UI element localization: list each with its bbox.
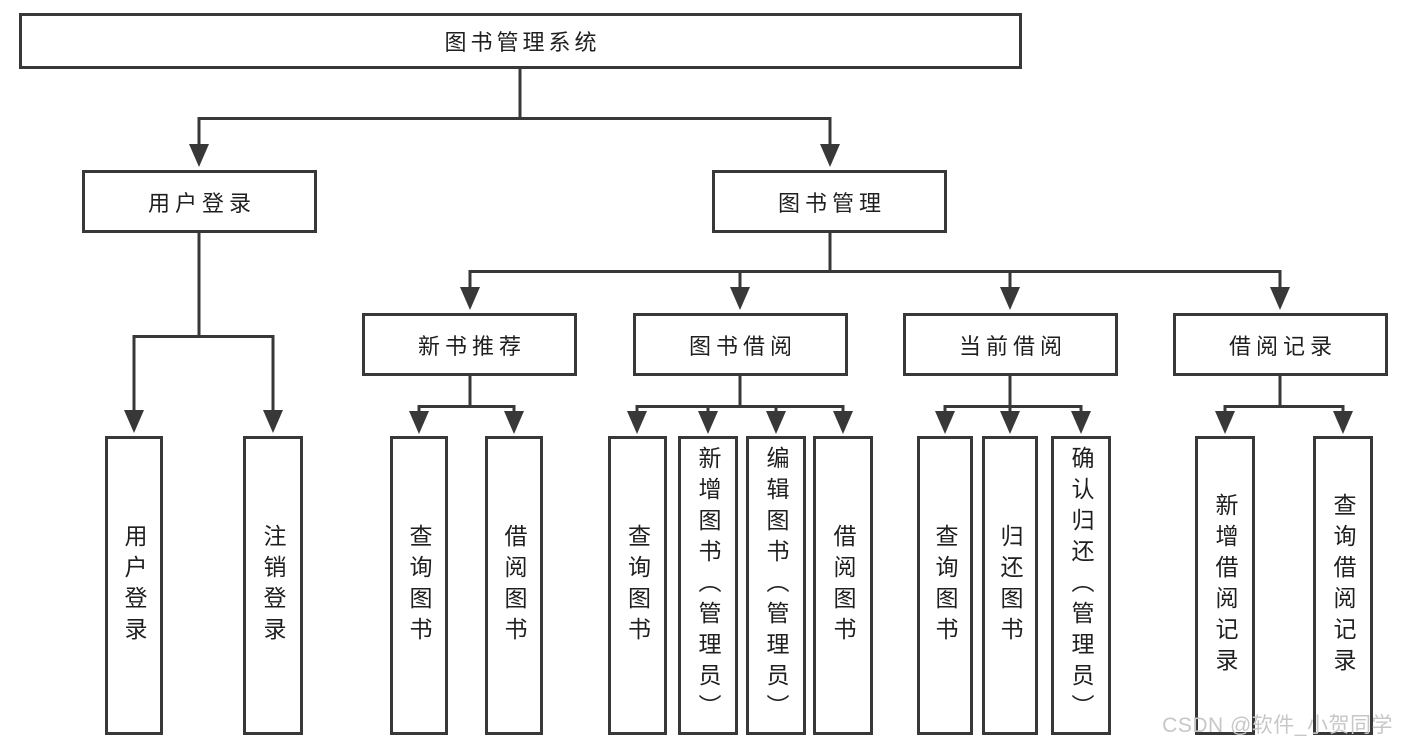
node-label: 借阅图书 bbox=[830, 523, 856, 648]
arrowhead bbox=[1071, 411, 1091, 434]
node-leaf-edit-books-admin: 编辑图书（管理员） bbox=[746, 436, 806, 735]
arrowhead bbox=[766, 411, 786, 434]
node-label: 用户登录 bbox=[121, 523, 147, 648]
node-library-management-system: 图书管理系统 bbox=[19, 13, 1022, 69]
node-new-book-recommend: 新书推荐 bbox=[362, 313, 577, 376]
node-leaf-logout: 注销登录 bbox=[243, 436, 303, 735]
arrowhead bbox=[124, 410, 144, 433]
node-leaf-borrow-books-2: 借阅图书 bbox=[813, 436, 873, 735]
node-label: 查询图书 bbox=[932, 523, 958, 648]
arrowhead bbox=[504, 411, 524, 434]
node-label: 编辑图书（管理员） bbox=[763, 446, 789, 725]
csdn-watermark: CSDN @软件_小贺同学 bbox=[1162, 714, 1393, 737]
connector-records-split bbox=[1223, 405, 1345, 414]
connector-newbook-split bbox=[417, 405, 516, 414]
arrowhead bbox=[833, 411, 853, 434]
arrowhead bbox=[1000, 287, 1020, 310]
arrowhead bbox=[1000, 411, 1020, 434]
connector-bookmgmt-split bbox=[468, 270, 1282, 289]
node-leaf-query-books-1: 查询图书 bbox=[390, 436, 448, 735]
arrowhead bbox=[698, 411, 718, 434]
node-label: 图书管理 bbox=[777, 190, 886, 216]
arrowhead bbox=[1333, 411, 1353, 434]
node-leaf-user-login: 用户登录 bbox=[105, 436, 163, 735]
node-label: 新增图书（管理员） bbox=[695, 446, 721, 725]
node-label: 注销登录 bbox=[260, 523, 286, 648]
node-leaf-query-books-2: 查询图书 bbox=[608, 436, 667, 735]
arrowhead bbox=[263, 410, 283, 433]
arrowhead bbox=[820, 144, 840, 167]
arrowhead bbox=[935, 411, 955, 434]
arrowhead bbox=[730, 287, 750, 310]
connector-currentborrow-split bbox=[943, 405, 1083, 414]
node-label: 当前借阅 bbox=[958, 333, 1067, 359]
node-label: 用户登录 bbox=[147, 190, 256, 216]
node-label: 新增借阅记录 bbox=[1212, 492, 1238, 679]
arrowhead bbox=[460, 287, 480, 310]
node-user-login: 用户登录 bbox=[82, 170, 317, 233]
node-label: 查询借阅记录 bbox=[1330, 492, 1356, 679]
node-label: 图书借阅 bbox=[688, 333, 797, 359]
node-label: 查询图书 bbox=[406, 523, 432, 648]
connector-bookborrow-split bbox=[635, 405, 845, 414]
node-label: 归还图书 bbox=[997, 523, 1023, 648]
arrowhead bbox=[189, 144, 209, 167]
node-current-borrow: 当前借阅 bbox=[903, 313, 1118, 376]
node-leaf-borrow-books-1: 借阅图书 bbox=[485, 436, 543, 735]
node-label: 查询图书 bbox=[624, 523, 651, 648]
arrowhead bbox=[1215, 411, 1235, 434]
node-leaf-query-books-3: 查询图书 bbox=[917, 436, 973, 735]
arrowhead bbox=[409, 411, 429, 434]
connector-root-split bbox=[197, 117, 832, 146]
node-leaf-confirm-return-admin: 确认归还（管理员） bbox=[1051, 436, 1111, 735]
node-book-management: 图书管理 bbox=[712, 170, 947, 233]
arrowhead bbox=[1270, 287, 1290, 310]
node-label: 确认归还（管理员） bbox=[1068, 446, 1094, 725]
node-leaf-add-books-admin: 新增图书（管理员） bbox=[678, 436, 738, 735]
node-leaf-query-borrow-record: 查询借阅记录 bbox=[1313, 436, 1373, 735]
node-borrow-records: 借阅记录 bbox=[1173, 313, 1388, 376]
arrowhead bbox=[627, 411, 647, 434]
node-label: 借阅图书 bbox=[501, 523, 527, 648]
node-leaf-add-borrow-record: 新增借阅记录 bbox=[1195, 436, 1255, 735]
node-leaf-return-books: 归还图书 bbox=[982, 436, 1038, 735]
node-label: 新书推荐 bbox=[417, 333, 526, 359]
node-book-borrow: 图书借阅 bbox=[633, 313, 848, 376]
node-label: 图书管理系统 bbox=[444, 30, 601, 55]
node-label: 借阅记录 bbox=[1228, 333, 1337, 359]
connector-userlogin-split bbox=[132, 335, 275, 412]
